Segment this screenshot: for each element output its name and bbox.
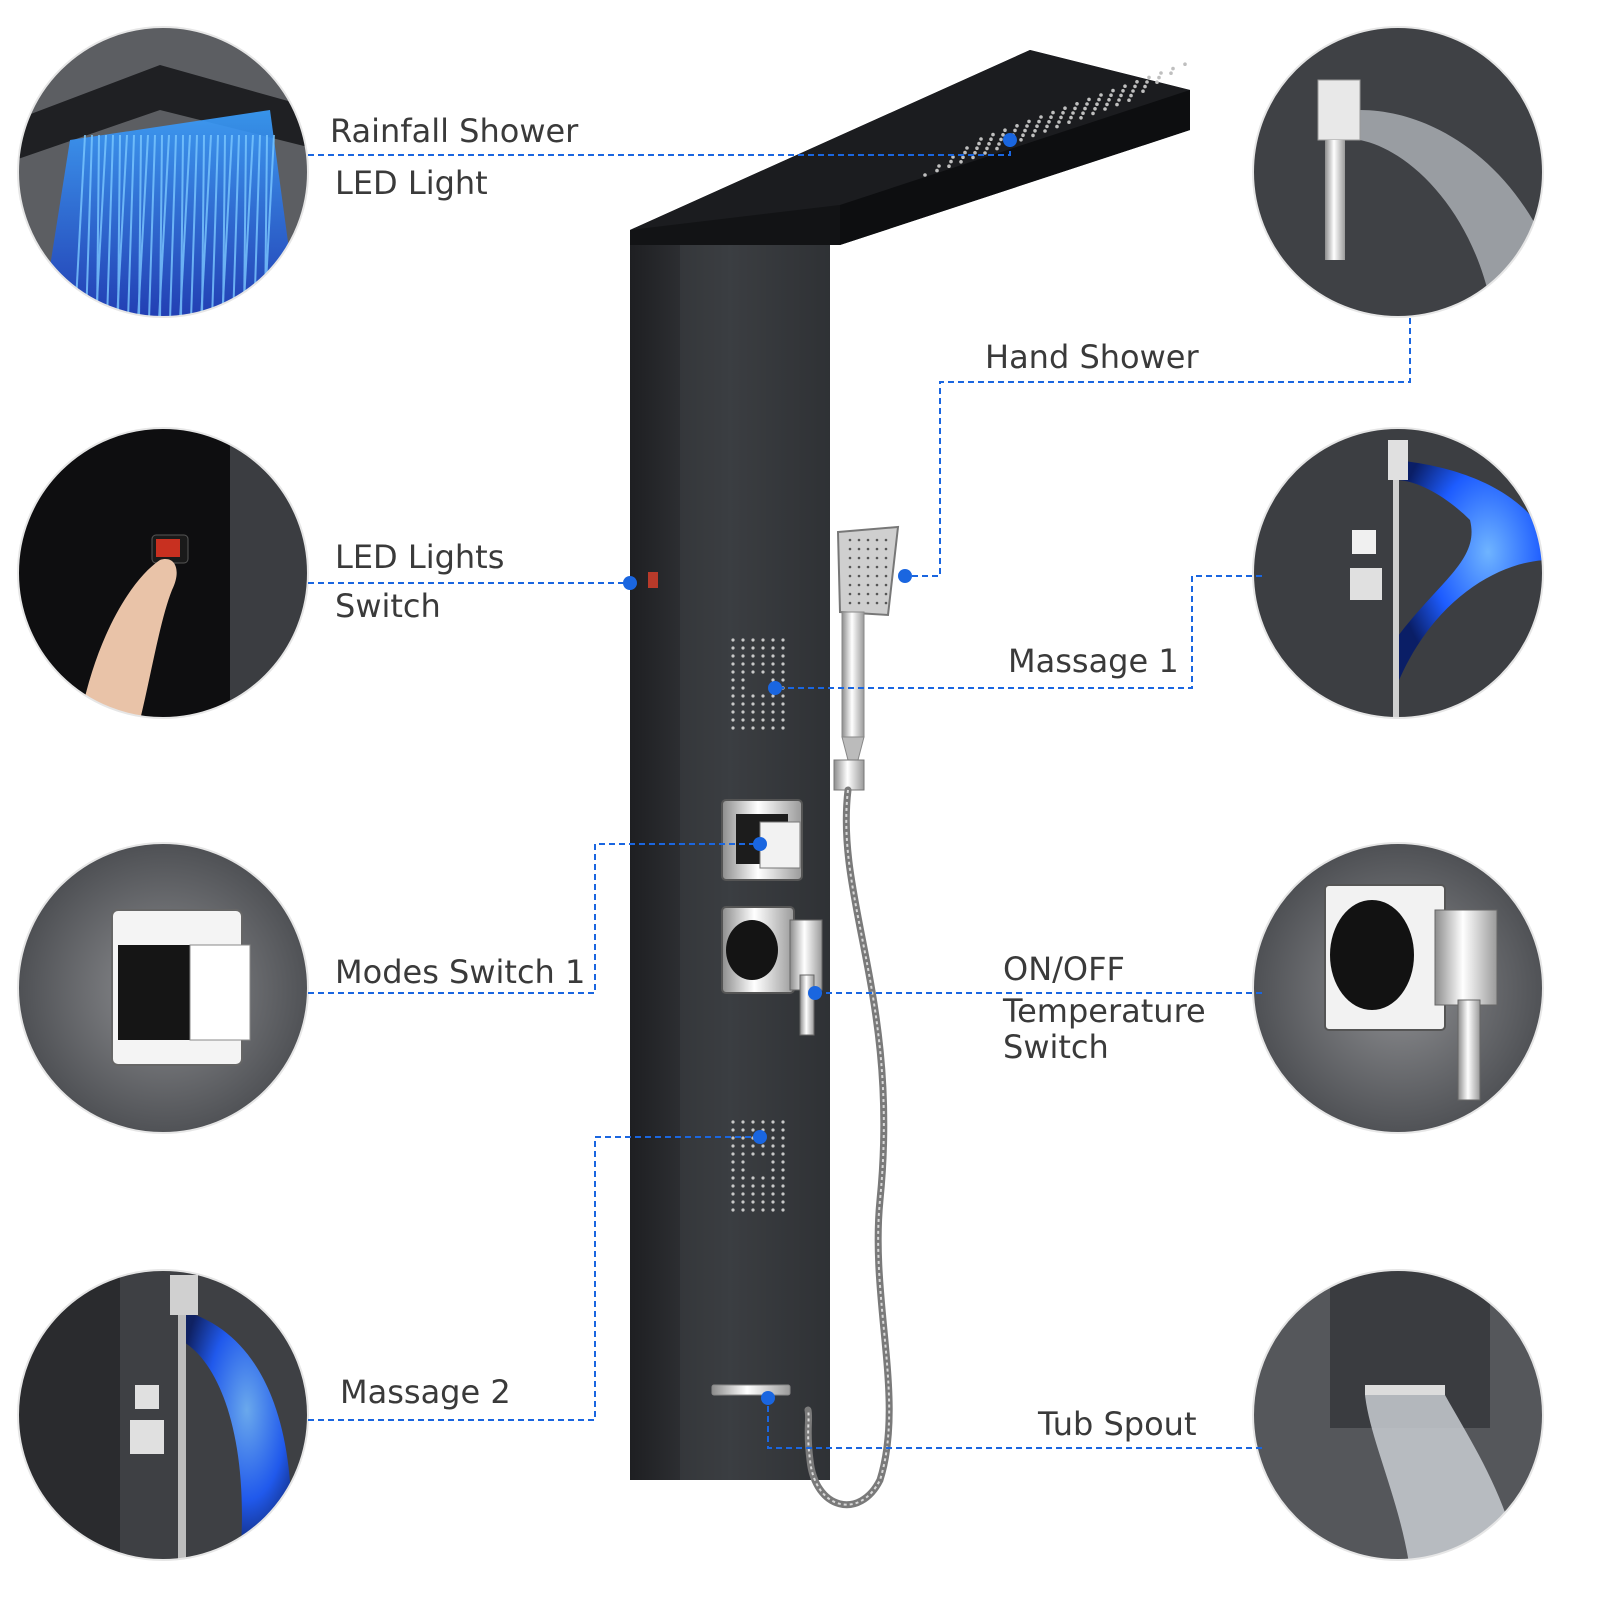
shower-panel [630, 50, 1190, 1509]
label-temperature-switch: Switch [1003, 1028, 1109, 1066]
marker-massage-1 [768, 681, 782, 695]
rain-nozzles [923, 62, 1187, 177]
tub-spout-slot [711, 1384, 791, 1396]
label-tub-spout: Tub Spout [1038, 1405, 1197, 1443]
label-led-lights-switch: Switch [335, 587, 441, 625]
marker-modes-switch [753, 837, 767, 851]
label-modes-switch-1: Modes Switch 1 [335, 953, 586, 991]
inset-massage-1 [1253, 428, 1543, 718]
callout-tub-spout [767, 1398, 1262, 1449]
callout-massage-1 [775, 575, 1262, 689]
label-onoff: ON/OFF [1003, 950, 1125, 988]
label-massage-1: Massage 1 [1008, 642, 1179, 680]
label-massage-2: Massage 2 [340, 1373, 511, 1411]
inset-hand-shower [1253, 27, 1543, 317]
temperature-handle[interactable] [721, 906, 823, 1036]
marker-led-switch [623, 576, 637, 590]
label-rainfall-shower: Rainfall Shower [330, 112, 579, 150]
callout-hand-shower [905, 318, 1411, 577]
label-hand-shower: Hand Shower [985, 338, 1199, 376]
led-switch-button[interactable] [648, 572, 658, 588]
hand-shower[interactable] [833, 525, 900, 791]
marker-rainfall [1003, 133, 1017, 147]
label-led-lights: LED Lights [335, 538, 505, 576]
inset-rainfall-led [18, 27, 308, 317]
label-led-light: LED Light [335, 164, 488, 202]
marker-hand-shower [898, 569, 912, 583]
inset-tub-spout [1253, 1270, 1543, 1560]
marker-tub-spout [761, 1391, 775, 1405]
inset-modes-switch [18, 843, 308, 1133]
callout-massage-2 [308, 1136, 760, 1421]
marker-massage-2 [753, 1130, 767, 1144]
callout-modes-switch [308, 843, 760, 994]
marker-temperature [808, 986, 822, 1000]
massage-jets-2 [731, 1120, 785, 1212]
inset-temperature-switch [1253, 843, 1543, 1133]
label-temperature: Temperature [1003, 992, 1206, 1030]
